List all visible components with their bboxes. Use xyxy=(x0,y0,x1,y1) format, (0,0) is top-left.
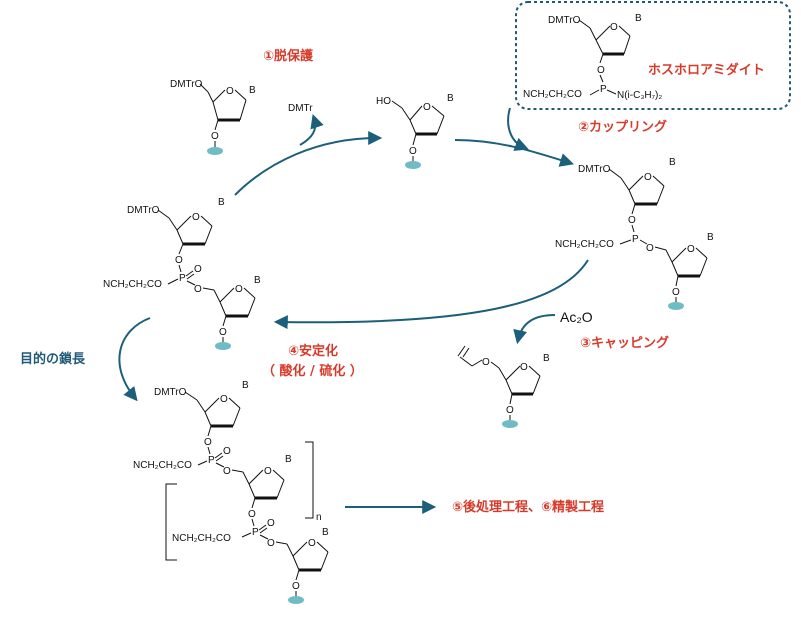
repeat-bracket-left xyxy=(165,483,177,561)
p-text: P xyxy=(600,84,607,95)
cyanoethyl-text: NCH₂CH₂CO xyxy=(555,239,614,250)
dmtr-released-label: DMTr xyxy=(288,103,313,114)
o3-text: O xyxy=(506,405,514,416)
ring-o-text: O xyxy=(226,86,234,97)
o5-text: O xyxy=(194,284,202,295)
base-text: B xyxy=(669,157,676,168)
molecule-capped-nucleoside: O O B O xyxy=(457,345,550,428)
o3-text: O xyxy=(292,581,300,592)
base-text: B xyxy=(635,13,642,24)
arrow-dmtr-release xyxy=(299,114,324,146)
base-text: B xyxy=(447,93,454,104)
phosphoramidite-box xyxy=(515,1,791,110)
o3-text: O xyxy=(248,509,256,520)
ac2o-label: Ac₂O xyxy=(560,309,593,325)
o5-text: O xyxy=(223,466,231,477)
dmtro-text: DMTrO xyxy=(578,164,611,175)
o3-text: O xyxy=(409,146,417,157)
o5-text: O xyxy=(646,243,654,254)
ho-text: HO xyxy=(376,96,391,107)
p-text: P xyxy=(632,234,639,245)
base-text: B xyxy=(543,353,550,364)
dmtro-text: DMTrO xyxy=(127,205,160,216)
po-text: O xyxy=(267,518,275,529)
o5-text: O xyxy=(267,538,275,549)
o3-text: O xyxy=(204,437,212,448)
cyanoethyl-text: NCH₂CH₂CO xyxy=(133,460,192,471)
repeat-n-text: n xyxy=(316,512,322,523)
ester-o-text: O xyxy=(482,357,490,368)
dmtro-text: DMTrO xyxy=(154,387,187,398)
o3-text: O xyxy=(628,215,636,226)
p-text: P xyxy=(208,455,215,466)
ring-o-text: O xyxy=(235,284,243,295)
cyanoethyl-text: NCH₂CH₂CO xyxy=(103,279,162,290)
diisopropylamino-text: N(i-C₃H₇)₂ xyxy=(617,90,662,101)
solid-support-icon xyxy=(288,596,304,604)
ring-o-text: O xyxy=(308,538,316,549)
step-oxidation-sublabel: （ 酸化 / 硫化 ） xyxy=(262,363,363,379)
base-text: B xyxy=(218,197,225,208)
base-text: B xyxy=(249,85,256,96)
dmtro-text: DMTrO xyxy=(548,15,581,26)
molecule-coupled-dimer: DMTrO O B O P NCH₂CH₂CO O O B O xyxy=(555,157,714,310)
ring-o-text: O xyxy=(644,172,652,183)
molecule-deprotected-nucleoside: HO O B O xyxy=(376,93,454,169)
dmtro-text: DMTrO xyxy=(170,79,203,90)
chain-extension-label: 目的の鎖長 xyxy=(20,351,86,367)
arrow-deprotection xyxy=(234,131,383,196)
ring-o-text: O xyxy=(220,394,228,405)
o3-text: O xyxy=(175,255,183,266)
p-text: P xyxy=(179,273,186,284)
base-text: B xyxy=(707,232,714,243)
solid-support-icon xyxy=(207,147,223,155)
step-coupling-label: ②カップリング xyxy=(578,119,667,135)
ring-o-text: O xyxy=(687,244,695,255)
ring-o-text: O xyxy=(520,362,528,373)
base-text: B xyxy=(242,380,249,391)
ring-o-text: O xyxy=(610,22,618,33)
o3-text: O xyxy=(211,131,219,142)
po-text: O xyxy=(194,264,202,275)
ring-o-text: O xyxy=(192,212,200,223)
molecule-protected-nucleoside: DMTrO O B O xyxy=(170,79,256,155)
arrow-amidite-join xyxy=(507,107,529,151)
solid-support-icon xyxy=(215,342,231,350)
po-text: O xyxy=(223,446,231,457)
o3-text: O xyxy=(672,287,680,298)
base-text: B xyxy=(254,275,261,286)
ring-o-text: O xyxy=(423,102,431,113)
arrow-oxidation xyxy=(273,259,589,330)
molecule-oxidized-dimer: DMTrO O B O P O NCH₂CH₂CO O O B O xyxy=(103,197,261,350)
p-text: P xyxy=(252,527,259,538)
solid-support-icon xyxy=(405,161,421,169)
base-text: B xyxy=(285,454,292,465)
repeat-bracket-right xyxy=(305,441,314,519)
arrow-to-coupling xyxy=(454,139,575,167)
step-workup-label: ⑤後処理工程、⑥精製工程 xyxy=(452,499,604,515)
arrow-chain-extension xyxy=(118,317,151,402)
phosphoramidite-label: ホスホロアミダイト xyxy=(648,62,765,78)
molecule-elongated-chain: DMTrO O B O P O NCH₂CH₂CO O O B O P xyxy=(133,380,329,604)
o3-text: O xyxy=(219,327,227,338)
base-text: B xyxy=(322,527,329,538)
molecule-phosphoramidite: DMTrO O B O P NCH₂CH₂CO N(i-C₃H₇)₂ xyxy=(523,13,662,101)
solid-support-icon xyxy=(668,302,684,310)
cyanoethyl-text: NCH₂CH₂CO xyxy=(523,89,582,100)
step-deprotection-label: ①脱保護 xyxy=(263,48,314,64)
step-capping-label: ③キャッピング xyxy=(580,335,669,351)
solid-support-icon xyxy=(502,420,518,428)
cyanoethyl-text: NCH₂CH₂CO xyxy=(172,533,231,544)
o3-text: O xyxy=(597,65,605,76)
step-oxidation-label: ④安定化 xyxy=(288,343,338,359)
arrow-capping xyxy=(513,314,556,345)
ring-o-text: O xyxy=(264,466,272,477)
